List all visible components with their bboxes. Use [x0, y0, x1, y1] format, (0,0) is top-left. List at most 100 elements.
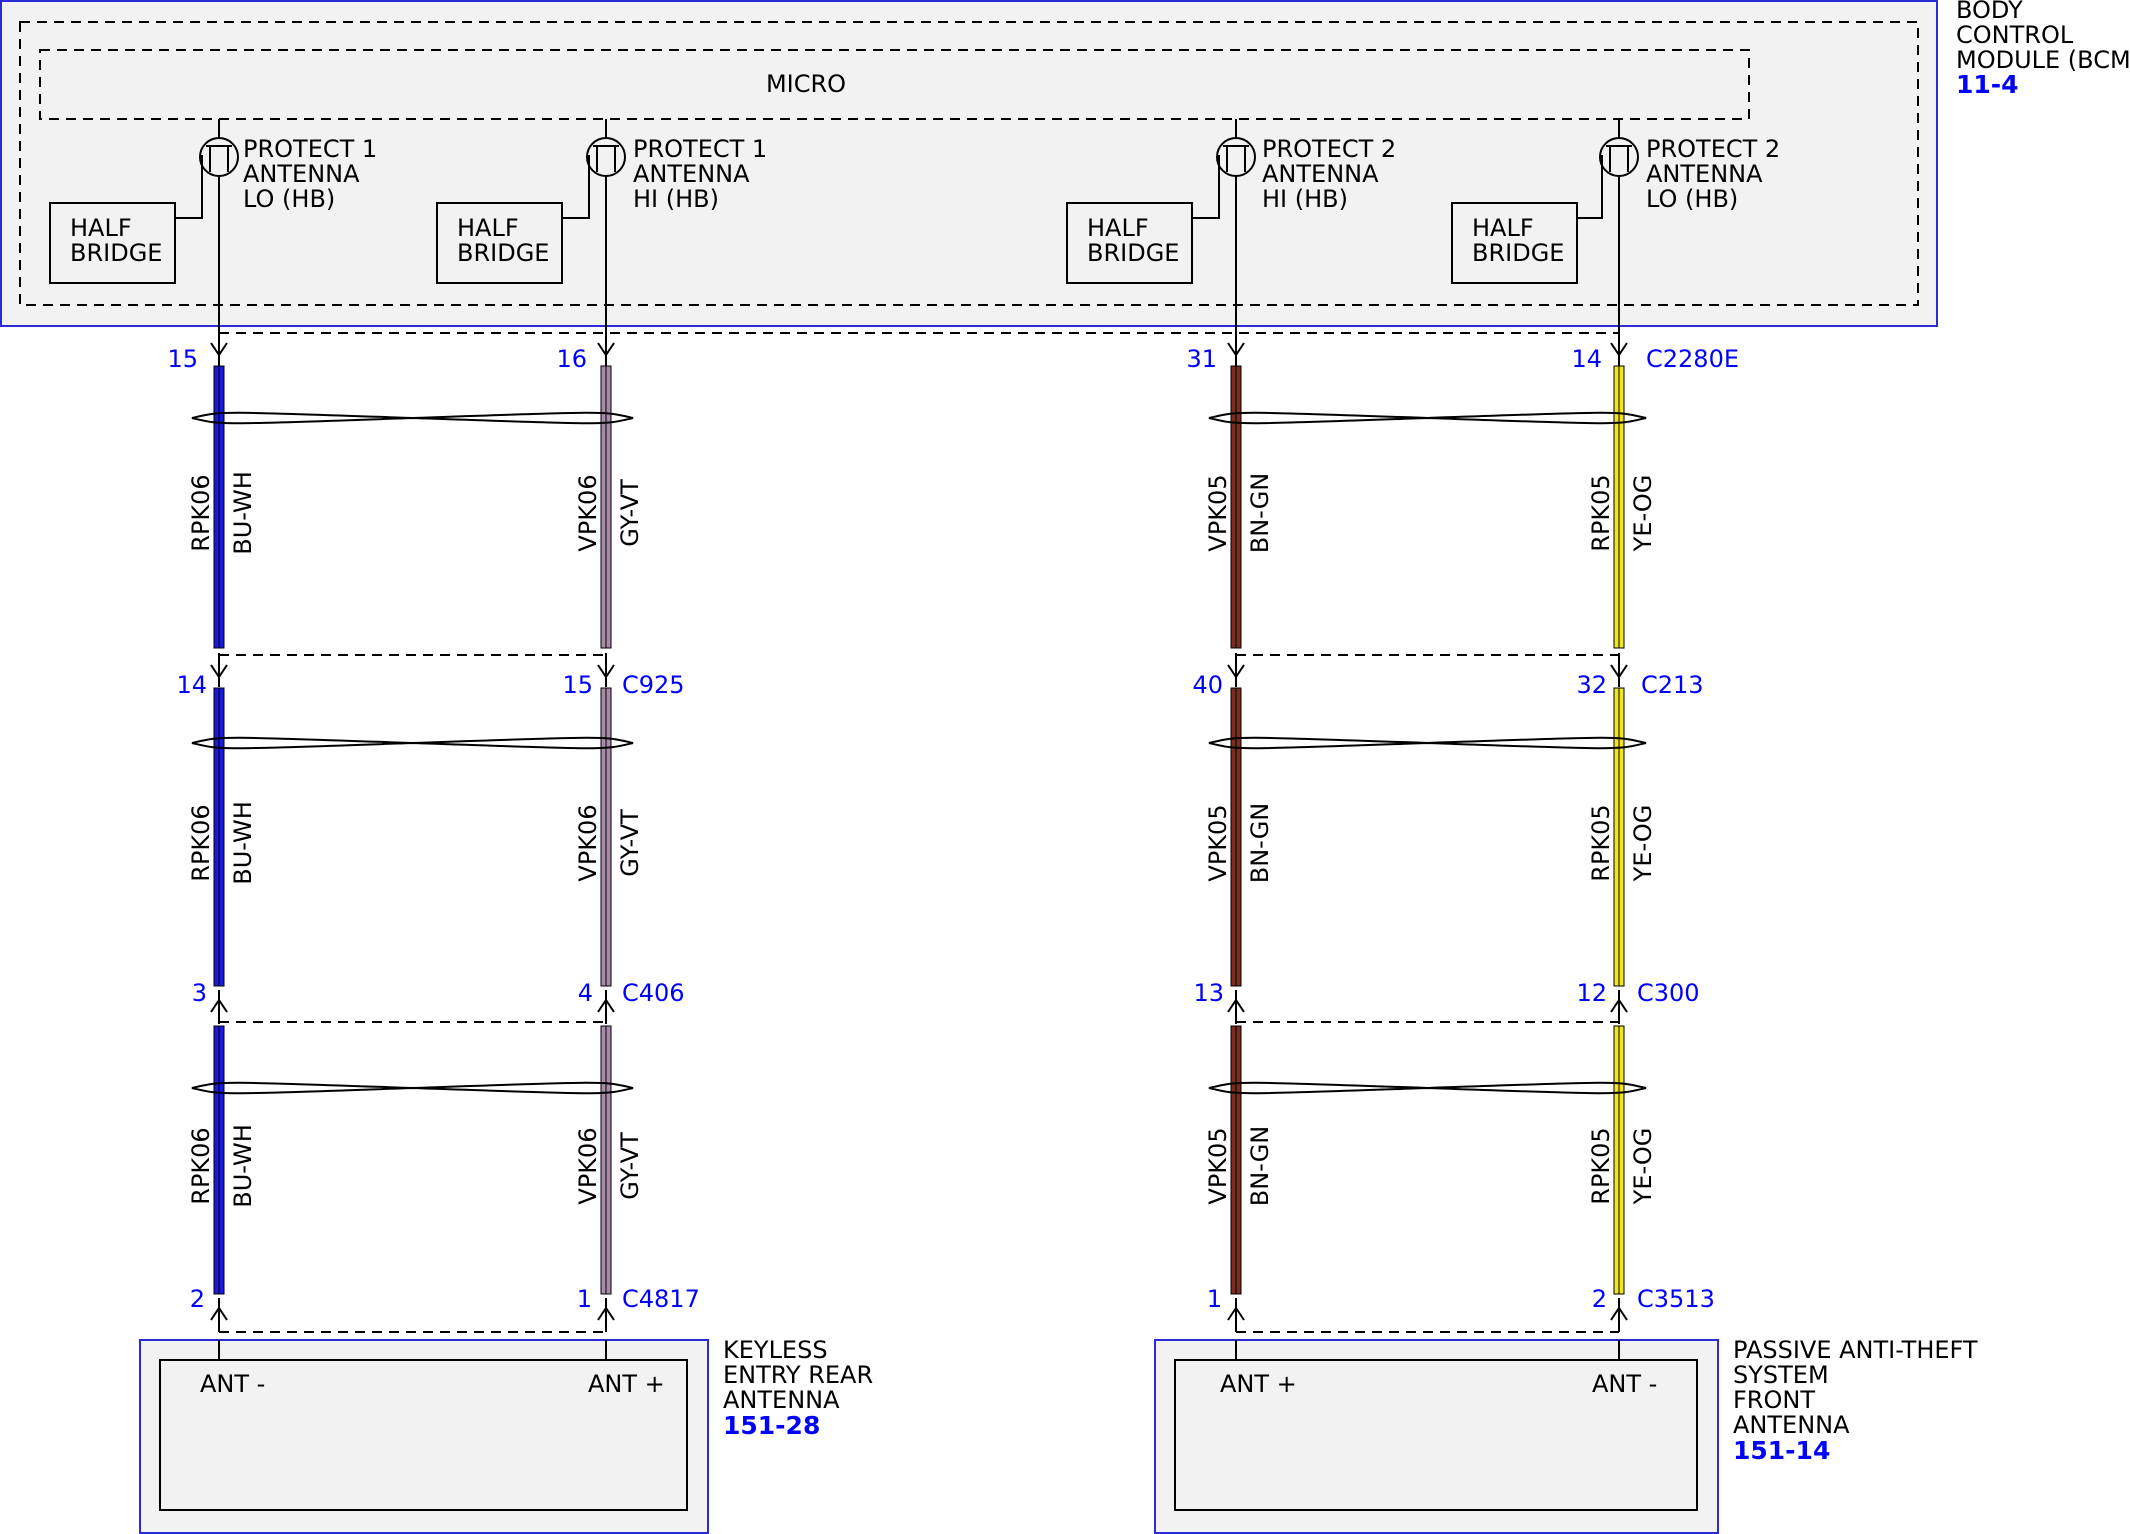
protect-2-lo-symbol: [1599, 137, 1639, 177]
color-label-ye-og: YE-OG: [1629, 475, 1657, 553]
twisted-pair-loop-2-2: [1208, 736, 1647, 750]
pats-name-line-2: SYSTEM: [1733, 1361, 1829, 1389]
protect-2-hi-line-2: ANTENNA: [1262, 160, 1379, 188]
driver-1: PROTECT 1 ANTENNA LO (HB): [175, 119, 377, 340]
terminal-ant-plus-keyless: ANT +: [588, 1370, 665, 1398]
color-label-ye-og: YE-OG: [1629, 1128, 1657, 1206]
pats-front-antenna: ANT + ANT - PASSIVE ANTI-THEFT SYSTEM FR…: [1154, 1336, 1978, 1534]
pin-16-c2280e: 16: [556, 345, 587, 373]
pats-antenna-body: [1174, 1359, 1698, 1511]
terminal-ant-plus-pats: ANT +: [1220, 1370, 1297, 1398]
pin-2-c3513: 2: [1592, 1285, 1607, 1313]
color-label-bu-wh: BU-WH: [229, 471, 257, 555]
bcm-title: BODY CONTROL MODULE (BCM) 11-4: [1956, 0, 2130, 99]
pin-13-c300: 13: [1193, 979, 1224, 1007]
color-label-bu-wh: BU-WH: [229, 801, 257, 885]
protect-1-hi-line-2: ANTENNA: [633, 160, 750, 188]
pin-15-c925: 15: [562, 671, 593, 699]
keyless-antenna-body: [159, 1359, 688, 1511]
protect-2-lo-line-1: PROTECT 2: [1646, 135, 1780, 163]
circuit-label-rpk06: RPK06: [187, 804, 215, 881]
connector-lines: [219, 332, 1619, 1333]
circuit-label-rpk06: RPK06: [187, 474, 215, 551]
half-bridge-2: [436, 202, 563, 284]
twisted-pair-loop-2-1: [1208, 411, 1647, 425]
circuit-label-rpk05: RPK05: [1587, 1127, 1615, 1204]
color-label-gy-vt: GY-VT: [616, 1132, 644, 1200]
protect-1-lo-symbol: [199, 137, 239, 177]
connector-c300: C300: [1637, 979, 1700, 1007]
half-bridge-3-label-2: BRIDGE: [1087, 239, 1179, 267]
color-label-bn-gn: BN-GN: [1246, 803, 1274, 884]
half-bridge-1-label-1: HALF: [70, 214, 132, 242]
protect-2-lo-line-3: LO (HB): [1646, 185, 1738, 213]
protect-2-hi-symbol: [1216, 137, 1256, 177]
keyless-ref: 151-28: [723, 1411, 820, 1440]
pin-15-c2280e: 15: [167, 345, 198, 373]
connector-c406: C406: [622, 979, 685, 1007]
half-bridge-4-label-1: HALF: [1472, 214, 1534, 242]
protect-2-lo-line-2: ANTENNA: [1646, 160, 1763, 188]
pats-ref: 151-14: [1733, 1436, 1830, 1465]
keyless-name-line-3: ANTENNA: [723, 1386, 840, 1414]
half-bridge-4-label-2: BRIDGE: [1472, 239, 1564, 267]
keyless-name-line-2: ENTRY REAR: [723, 1361, 873, 1389]
circuit-label-vpk06: VPK06: [574, 474, 602, 551]
protect-1-hi-line-1: PROTECT 1: [633, 135, 767, 163]
pin-32-c213: 32: [1576, 671, 1607, 699]
color-label-bn-gn: BN-GN: [1246, 473, 1274, 554]
protect-1-hi-symbol: [586, 137, 626, 177]
driver-3: PROTECT 2 ANTENNA HI (HB): [1192, 119, 1396, 340]
micro-boundary: [39, 49, 1750, 120]
circuit-label-rpk06: RPK06: [187, 1127, 215, 1204]
driver-4: PROTECT 2 ANTENNA LO (HB): [1577, 119, 1780, 340]
bcm-inner-boundary: [19, 21, 1919, 306]
color-label-gy-vt: GY-VT: [616, 479, 644, 547]
half-bridge-1: [49, 202, 176, 284]
protect-1-lo-line-3: LO (HB): [243, 185, 335, 213]
circuit-label-vpk05: VPK05: [1204, 474, 1232, 551]
keyless-name-line-1: KEYLESS: [723, 1336, 828, 1364]
terminal-ant-minus-keyless: ANT -: [200, 1370, 265, 1398]
half-bridge-4: [1451, 202, 1578, 284]
circuit-label-rpk05: RPK05: [1587, 804, 1615, 881]
pin-numbers: 15 16 31 14 14 15 40 32 3 4 13 12 2 1 1 …: [167, 345, 1607, 1313]
pin-12-c300: 12: [1576, 979, 1607, 1007]
micro-label: MICRO: [766, 70, 846, 98]
pin-2-c4817: 2: [190, 1285, 205, 1313]
circuit-label-vpk05: VPK05: [1204, 1127, 1232, 1204]
twisted-pair-loop-1-3: [191, 1081, 634, 1095]
pin-4-c406: 4: [578, 979, 593, 1007]
pin-3-c406: 3: [192, 979, 207, 1007]
pats-name-line-3: FRONT: [1733, 1386, 1815, 1414]
circuit-label-rpk05: RPK05: [1587, 474, 1615, 551]
color-label-ye-og: YE-OG: [1629, 805, 1657, 883]
pats-name-line-1: PASSIVE ANTI-THEFT: [1733, 1336, 1978, 1364]
twisted-pair-loop-1-1: [191, 411, 634, 425]
pin-14-c2280e: 14: [1571, 345, 1602, 373]
protect-2-hi-line-1: PROTECT 2: [1262, 135, 1396, 163]
bcm-title-line-1: BODY: [1956, 0, 2023, 24]
bcm-ref: 11-4: [1956, 70, 2019, 99]
bcm-title-line-2: CONTROL: [1956, 21, 2074, 49]
connector-c4817: C4817: [622, 1285, 700, 1313]
color-label-bu-wh: BU-WH: [229, 1124, 257, 1208]
pin-1-c4817: 1: [577, 1285, 592, 1313]
bcm-title-line-3: MODULE (BCM): [1956, 46, 2130, 74]
keyless-entry-antenna: ANT - ANT + KEYLESS ENTRY REAR ANTENNA 1…: [139, 1336, 873, 1534]
half-bridges: HALF BRIDGE HALF BRIDGE HALF BRIDGE HALF…: [49, 202, 1578, 284]
pin-40-c213: 40: [1192, 671, 1223, 699]
circuit-label-vpk05: VPK05: [1204, 804, 1232, 881]
circuit-label-vpk06: VPK06: [574, 804, 602, 881]
twisted-pair-loop-2-3: [1208, 1081, 1647, 1095]
half-bridge-2-label-2: BRIDGE: [457, 239, 549, 267]
half-bridge-3-label-1: HALF: [1087, 214, 1149, 242]
pin-1-c3513: 1: [1207, 1285, 1222, 1313]
driver-2: PROTECT 1 ANTENNA HI (HB): [562, 119, 767, 340]
connector-c3513: C3513: [1637, 1285, 1715, 1313]
pats-name-line-4: ANTENNA: [1733, 1411, 1850, 1439]
pin-14-c925: 14: [176, 671, 207, 699]
protect-1-lo-line-1: PROTECT 1: [243, 135, 377, 163]
